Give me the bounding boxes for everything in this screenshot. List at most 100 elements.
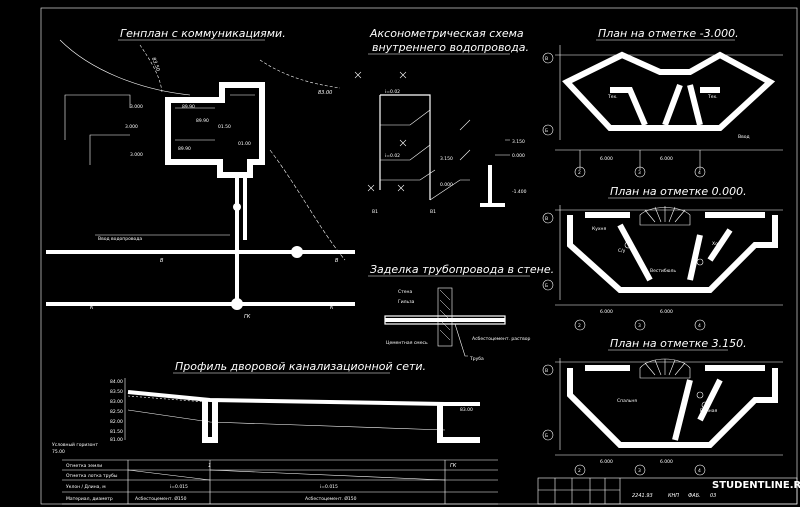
table-row-label: Отметка земли xyxy=(66,463,102,469)
valve-icon xyxy=(354,71,362,79)
axis-bubble xyxy=(694,464,706,476)
axis-bubble xyxy=(634,166,646,178)
svg-text:01.00: 01.00 xyxy=(238,141,251,147)
svg-text:89.90: 89.90 xyxy=(178,146,191,152)
table-row-label: Уклон / Длина, м xyxy=(66,484,106,490)
elev-tick: 83.00 xyxy=(110,399,123,405)
axis-label: В xyxy=(545,368,548,374)
svg-text:01.50: 01.50 xyxy=(218,124,231,130)
watermark: STUDENTLINE.RU xyxy=(712,480,800,491)
svg-text:89.90: 89.90 xyxy=(196,118,209,124)
table-row-label: Отметка лотка трубы xyxy=(66,473,118,479)
axis-label: 2 xyxy=(578,323,581,329)
plan-0: План на отметке 0.000. Кухня Вестибюль Х… xyxy=(542,185,783,331)
axonometric-title-1: Аксонометрическая схема xyxy=(369,27,524,40)
room-label: Холл xyxy=(712,241,724,247)
wall-section xyxy=(437,287,453,347)
contour-line xyxy=(59,39,191,96)
axis-label: Б xyxy=(545,283,548,289)
site-plan: Генплан с коммуникациями. 83.50 83.00 89… xyxy=(46,27,355,320)
sheet-frame xyxy=(40,7,798,505)
valve-icon xyxy=(397,184,405,192)
svg-text:3.000: 3.000 xyxy=(130,104,143,110)
elev-tick: 84.00 xyxy=(110,379,123,385)
axis-bubble xyxy=(694,319,706,331)
axis-bubble xyxy=(542,429,554,441)
sewer-profile: Профиль дворовой канализационной сети. 8… xyxy=(52,360,498,505)
svg-text:89.90: 89.90 xyxy=(182,104,195,110)
axis-label: Б xyxy=(545,433,548,439)
well-marker xyxy=(233,203,241,211)
elev-label-b: 83.00 xyxy=(318,90,332,96)
plan-minus3: План на отметке -3.000. Тех. Тех. Ввод В… xyxy=(542,27,783,178)
table-row-label: Материал, диаметр xyxy=(66,496,113,502)
profile-table: Отметка земли Отметка лотка трубы Уклон … xyxy=(62,459,498,505)
slope-2: i=0.015 xyxy=(320,484,338,490)
label-asbestos: Асбестоцемент. раствор xyxy=(472,336,530,342)
svg-text:83.00: 83.00 xyxy=(460,407,473,413)
dimension-label: 6.000 xyxy=(600,459,613,465)
axis-bubble xyxy=(634,319,646,331)
well-shaft xyxy=(202,398,218,443)
axis-label: 3 xyxy=(638,323,641,329)
stamp-num: 03 xyxy=(710,493,716,499)
well-gk-label: ГК xyxy=(244,314,251,320)
stamp-code: 2241.93 xyxy=(632,493,653,499)
elev-tick: 82.00 xyxy=(110,419,123,425)
elev-tick: 83.50 xyxy=(110,389,123,395)
label-wall: Стена xyxy=(398,289,412,295)
valve-icon xyxy=(367,184,375,192)
axis-label: Б xyxy=(545,128,548,134)
svg-text:i=0.02: i=0.02 xyxy=(385,153,400,159)
dimension-label: 6.000 xyxy=(660,309,673,315)
elev-label-a: 83.50 xyxy=(150,57,161,73)
axis-bubble xyxy=(542,364,554,376)
axis-label: В xyxy=(545,56,548,62)
pipe-label-2: Асбестоцемент. Ø150 xyxy=(305,495,357,502)
well-marker xyxy=(231,298,243,310)
svg-text:0.000: 0.000 xyxy=(512,153,525,159)
room-label: Вестибюль xyxy=(650,268,676,274)
axis-label: 4 xyxy=(698,468,701,474)
axis-bubble xyxy=(542,124,554,136)
valve-icon xyxy=(399,139,407,147)
contour-line xyxy=(259,59,341,89)
elev-tick: 81.50 xyxy=(110,429,123,435)
svg-text:В1: В1 xyxy=(430,209,436,215)
axonometric-scheme: Аксонометрическая схема внутреннего водо… xyxy=(354,27,529,215)
axis-label: 4 xyxy=(698,323,701,329)
pipe-seal-detail: Заделка трубопровода в стене. Стена Гиль… xyxy=(368,263,554,362)
pipe-label-1: Асбестоцемент. Ø150 xyxy=(135,495,187,502)
axis-bubble xyxy=(542,52,554,64)
room-label: Кухня xyxy=(592,226,606,232)
road-outline xyxy=(64,94,131,140)
svg-text:0.000: 0.000 xyxy=(440,182,453,188)
axis-label: 4 xyxy=(698,170,701,176)
svg-text:75.00: 75.00 xyxy=(52,449,65,455)
svg-text:В1: В1 xyxy=(372,209,378,215)
room-label: С/у xyxy=(618,248,626,254)
axis-label: 3 xyxy=(638,468,641,474)
input-pipe xyxy=(480,165,505,207)
plan-0-title: План на отметке 0.000. xyxy=(610,185,747,198)
dimension-label: 6.000 xyxy=(660,459,673,465)
axis-bubble xyxy=(574,166,586,178)
svg-text:3.000: 3.000 xyxy=(130,152,143,158)
svg-text:3.150: 3.150 xyxy=(440,156,453,162)
axis-bubble xyxy=(634,464,646,476)
dimension-label: 6.000 xyxy=(660,156,673,162)
riser-pipe xyxy=(379,94,431,200)
plan-3150: План на отметке 3.150. Спальня Ванная В … xyxy=(542,337,783,476)
svg-text:Условный горизонт: Условный горизонт xyxy=(52,441,98,448)
svg-text:Тех.: Тех. xyxy=(607,94,618,100)
label-pipe: Труба xyxy=(469,356,484,362)
svg-text:3.150: 3.150 xyxy=(512,139,525,145)
dimension-label: 6.000 xyxy=(600,309,613,315)
contour-line xyxy=(269,149,346,261)
well-marker xyxy=(291,246,303,258)
svg-text:3.000: 3.000 xyxy=(125,124,138,130)
room-label: Ванная xyxy=(700,408,717,414)
elev-tick: 82.50 xyxy=(110,409,123,415)
plan-minus3-title: План на отметке -3.000. xyxy=(598,27,739,40)
